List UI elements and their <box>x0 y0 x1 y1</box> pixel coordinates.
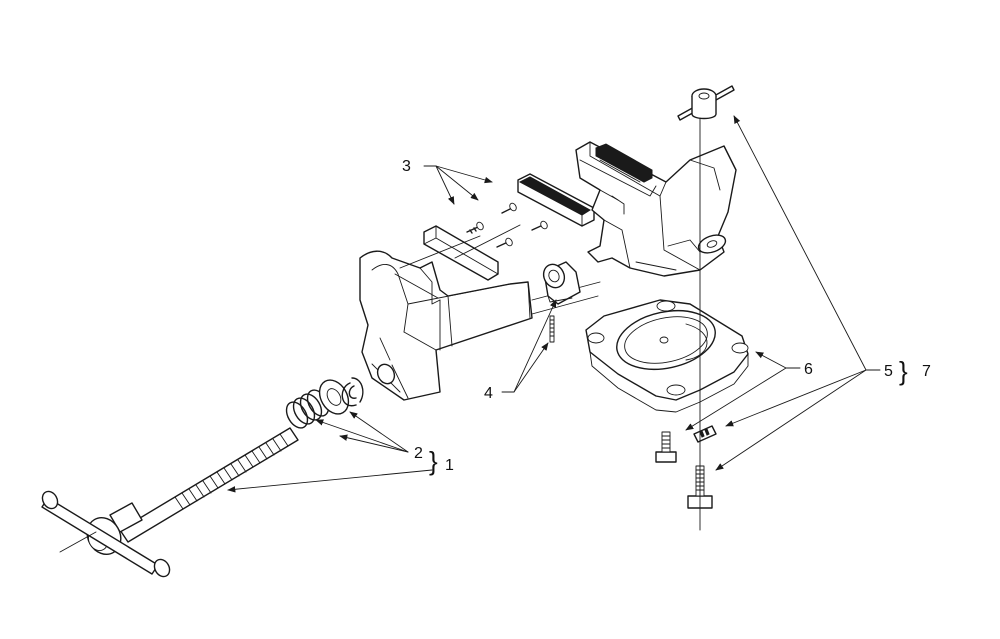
swivel-base-part <box>585 299 749 413</box>
stationary-jaw-body <box>575 141 737 277</box>
jaw-plates-part <box>399 173 595 281</box>
jaw-plate-screws <box>466 202 548 248</box>
callout-brace-1: } <box>429 446 438 476</box>
callout-1: 1 <box>445 457 454 474</box>
callout-7: 7 <box>922 363 931 380</box>
sliding-jaw-body <box>359 250 601 401</box>
spindle-nut-part <box>542 261 581 343</box>
retaining-ring <box>341 377 364 407</box>
callout-6: 6 <box>804 361 813 378</box>
mounting-bolts-part <box>655 425 717 509</box>
callout-3: 3 <box>402 158 411 175</box>
leader-lines <box>227 115 881 493</box>
washer <box>318 379 350 415</box>
callout-brace-7: } <box>899 356 908 386</box>
spring-washer-part <box>285 377 364 429</box>
callout-2: 2 <box>414 445 423 462</box>
main-screw-part <box>41 427 299 578</box>
callout-4: 4 <box>484 385 493 402</box>
lock-handle-part <box>677 85 735 121</box>
callout-labels: 3 4 2 } 1 6 5 } 7 <box>402 158 931 476</box>
screw-thread <box>174 433 289 510</box>
callout-5: 5 <box>884 363 893 380</box>
